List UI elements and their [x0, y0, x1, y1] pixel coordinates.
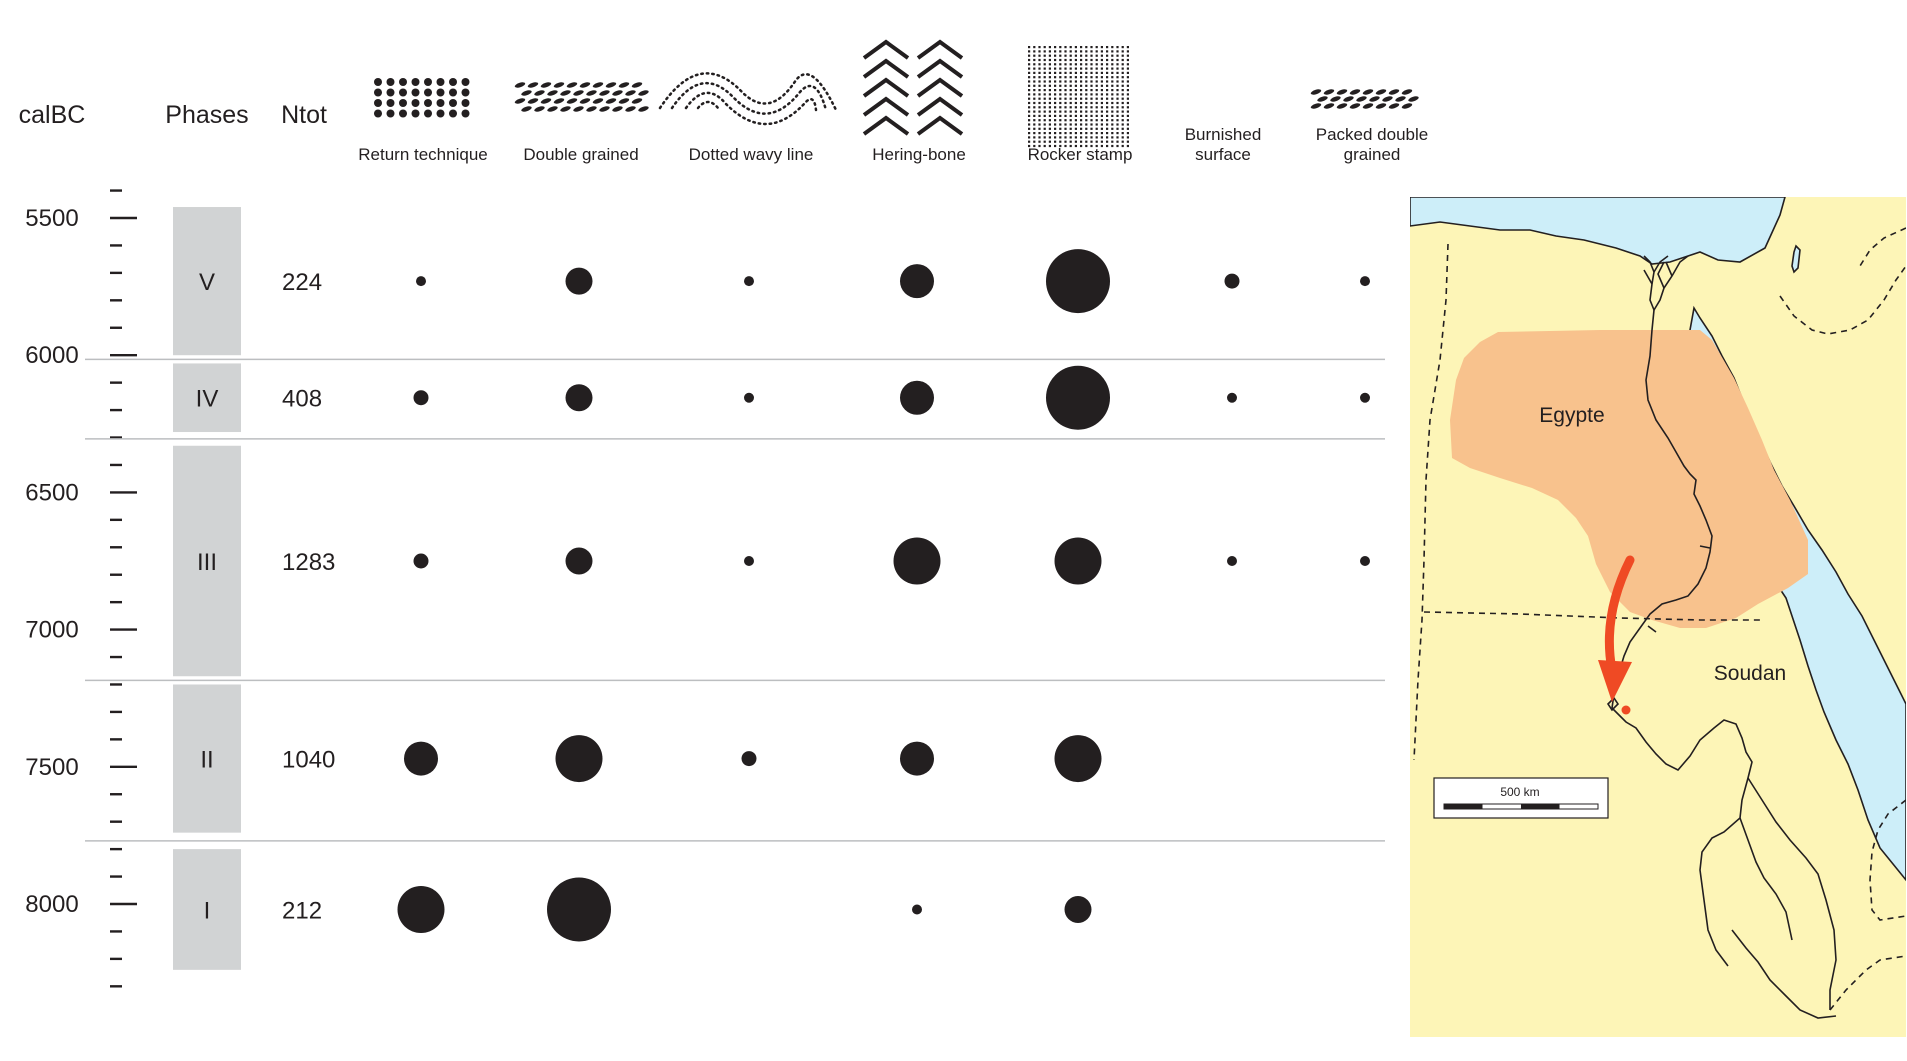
frequency-circle [744, 392, 754, 403]
frequency-circle [1224, 273, 1240, 289]
technique-labels: Return technique Double grained Dotted wav… [358, 125, 1428, 164]
frequency-circle [1227, 392, 1237, 403]
double-grained-swatch [514, 82, 649, 112]
axis-tick-label: 7000 [25, 617, 78, 644]
frequency-circle [900, 741, 934, 776]
phase-ntot: 1040 [282, 747, 335, 774]
frequency-circle [565, 547, 593, 575]
frequency-circle [1360, 556, 1370, 566]
frequency-circle [900, 264, 934, 299]
frequency-circle [912, 904, 922, 915]
gulf-of-aqaba [1791, 244, 1801, 274]
technique-label: Hering-bone [872, 145, 966, 164]
frequency-circle [1054, 735, 1102, 783]
map-egypt-sudan: Egypte Soudan 500 km [1410, 197, 1906, 1037]
phase-box [173, 684, 241, 833]
phase-box [173, 207, 241, 356]
scale-label: 500 km [1500, 785, 1539, 799]
phase-box [173, 849, 241, 970]
column-headers: calBC Phases Ntot [19, 101, 327, 129]
frequency-circle [893, 537, 941, 585]
frequency-circle [1054, 537, 1102, 585]
dotted-wavy-line-swatch [658, 72, 838, 126]
return-technique-swatch [374, 78, 470, 118]
phase-label: III [197, 549, 217, 576]
phase-separators [85, 358, 1385, 842]
phase-ntot: 224 [282, 269, 322, 296]
frequency-circle [900, 380, 934, 415]
frequency-circle [413, 553, 429, 569]
technique-label-line2: grained [1344, 145, 1401, 164]
axis-tick-label: 5500 [25, 205, 78, 232]
frequency-circle [1046, 249, 1110, 314]
egypt-label: Egypte [1539, 404, 1604, 427]
frequency-circle [1360, 276, 1370, 287]
scale-bar: 500 km [1433, 777, 1609, 819]
migration-arrow [1598, 555, 1635, 715]
frequency-circle [397, 885, 445, 933]
frequency-circle [1360, 392, 1370, 403]
site-marker [1621, 705, 1631, 715]
axis-tick-label: 8000 [25, 891, 78, 918]
technique-label-line2: surface [1195, 145, 1251, 164]
egypt-highlight-zone [1450, 330, 1808, 628]
hering-bone-swatch [862, 39, 964, 136]
frequency-circle [404, 741, 438, 776]
frequency-circle [565, 384, 593, 412]
calbc-header: calBC [19, 101, 86, 129]
frequency-circle [413, 390, 429, 406]
frequency-circle [1227, 556, 1237, 566]
phase-label: IV [196, 386, 219, 413]
technique-swatches [374, 39, 1419, 148]
frequency-circle [416, 276, 426, 287]
phases-header: Phases [165, 101, 248, 129]
technique-label: Double grained [523, 145, 638, 164]
mediterranean-sea [1410, 197, 1786, 265]
frequency-circle [744, 556, 754, 566]
frequency-circle [744, 276, 754, 287]
technique-label: Rocker stamp [1028, 145, 1133, 164]
political-borders [1413, 227, 1906, 1011]
phase-row: I 212 [173, 849, 1092, 970]
phase-label: I [204, 897, 211, 924]
time-axis: 5500 6000 6500 7000 7500 8000 [25, 189, 137, 988]
phase-row: II 1040 [173, 684, 1102, 833]
axis-tick-label: 6500 [25, 479, 78, 506]
phase-label: V [199, 269, 215, 296]
phase-row: III 1283 [173, 445, 1370, 677]
rocker-stamp-swatch [1028, 46, 1129, 148]
frequency-circle [741, 751, 757, 767]
phase-row: V 224 [173, 207, 1370, 356]
technique-label: Return technique [358, 145, 487, 164]
phase-ntot: 212 [282, 897, 322, 924]
axis-tick-label: 6000 [25, 342, 78, 369]
axis-tick-label: 7500 [25, 754, 78, 781]
ntot-header: Ntot [281, 101, 327, 129]
sudan-label: Soudan [1714, 662, 1786, 685]
phase-ntot: 1283 [282, 549, 335, 576]
technique-label: Dotted wavy line [689, 145, 814, 164]
frequency-circle [555, 735, 603, 783]
phase-ntot: 408 [282, 386, 322, 413]
frequency-circle [547, 877, 611, 942]
nile-river [1606, 255, 1837, 1019]
phase-box [173, 363, 241, 433]
phase-label: II [200, 747, 213, 774]
technique-label: Packed double [1316, 125, 1428, 144]
frequency-circle [1046, 365, 1110, 430]
frequency-circle [565, 267, 593, 295]
phase-box [173, 445, 241, 677]
phase-row: IV 408 [173, 363, 1370, 433]
technique-label: Burnished [1185, 125, 1262, 144]
packed-double-grained-swatch [1310, 89, 1419, 109]
frequency-circle [1064, 895, 1092, 923]
